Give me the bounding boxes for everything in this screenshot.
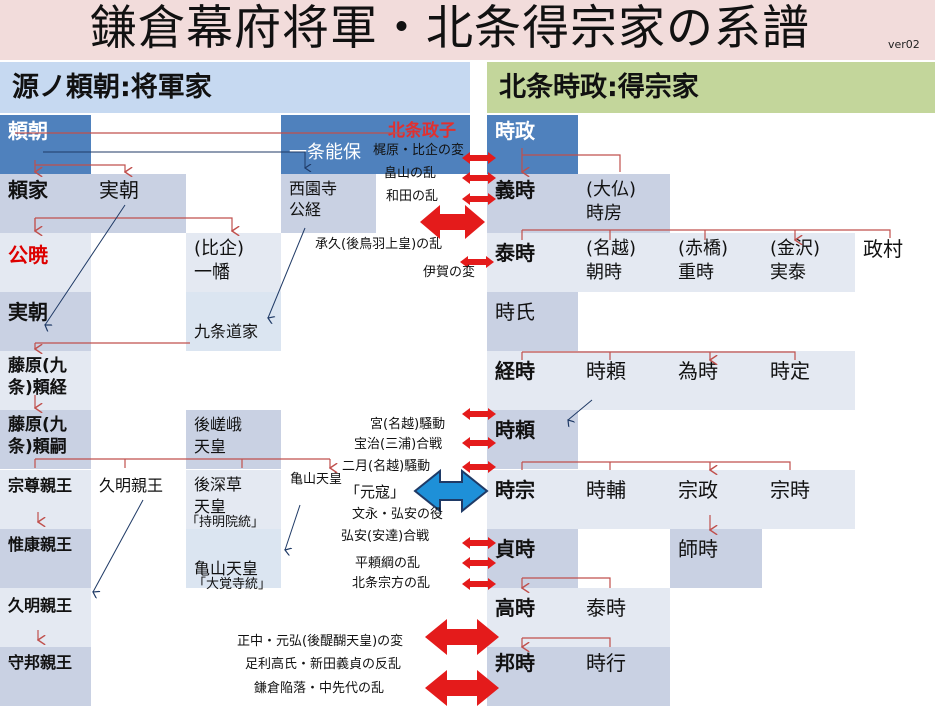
event-yoritsuna: 平頼綱の乱 [355, 556, 421, 571]
line-michiie [35, 343, 190, 349]
cell-tokifusa: (大仏) 時房 [578, 174, 670, 233]
cell-ichijo: 一条能保 [281, 115, 376, 174]
line-hisaakira [93, 499, 144, 592]
cell-tokisada: 時定 [762, 351, 855, 410]
cell-tokimune: 時宗 [487, 470, 578, 529]
event-wada: 和田の乱 [386, 189, 439, 204]
cell-yoritsugu: 藤原(九 条)頼嗣 [0, 410, 91, 469]
cell-yoritsune: 藤原(九 条)頼経 [0, 351, 91, 410]
line-ichijo-saionji [43, 151, 305, 168]
cell-saionji: 西園寺 公経 [281, 174, 376, 233]
line-tokiyori [568, 399, 593, 420]
line-tokimasa [522, 148, 621, 172]
event-ashikaga-nitta: 足利高氏・新田義貞の反乱 [245, 657, 402, 672]
cell-ichiman: (比企) 一幡 [186, 233, 281, 292]
cell-tokimasa: 時政 [487, 115, 578, 174]
arrow-kajiwara [462, 152, 496, 164]
arrow-iga [460, 256, 494, 268]
cell-tokiyori: 時頼 [578, 351, 670, 410]
cell-munemasa: 宗政 [670, 470, 762, 529]
event-hatakeyama: 畠山の乱 [384, 166, 437, 181]
cell-shigetoki: (赤橋) 重時 [670, 233, 762, 292]
cell-koreyasu: 惟康親王 [0, 529, 91, 588]
event-hoji: 宝治(三浦)合戦 [354, 437, 443, 452]
cell-munetoki: 宗時 [762, 470, 855, 529]
event-koan-kassen: 弘安(安達)合戦 [341, 529, 430, 544]
arrow-genko [425, 619, 499, 655]
gofukakusa-name: 後深草 天皇 [194, 475, 243, 516]
cell-gofukakusa: 後深草 天皇 [186, 470, 281, 529]
arrow-genko-invasion [413, 468, 489, 514]
arrow-kamakura [425, 670, 499, 706]
arrow-jokyu [420, 205, 485, 239]
line-gosaga [34, 459, 330, 468]
cell-yoshitoki: 義時 [487, 174, 578, 233]
cell-tokiuji: 時氏 [487, 292, 578, 351]
conflict-arrows [420, 152, 499, 706]
cell-tokiyuki: 時行 [578, 647, 670, 706]
cell-tokiyori-2: 時頼 [487, 410, 578, 469]
arrow-miya [462, 408, 496, 420]
arrow-wada [462, 193, 496, 205]
cell-sanetomo-2: 実朝 [0, 292, 91, 351]
arrow-yoritsuna [462, 557, 496, 569]
cell-takatoki: 高時 [487, 588, 578, 647]
line-saionji-michiie [268, 227, 306, 318]
arrow-hoji [462, 437, 496, 449]
shogun-header: 源ノ頼朝:将軍家 [0, 62, 470, 113]
cell-morikuni: 守邦親王 [0, 647, 91, 706]
cell-kugyo: 公暁 [0, 233, 91, 292]
line-yoriie-children [34, 217, 232, 231]
event-iga: 伊賀の変 [423, 265, 476, 280]
tokuso-header: 北条時政:得宗家 [487, 62, 935, 113]
event-jokyu: 承久(後鳥羽上皇)の乱 [315, 237, 443, 252]
event-bunei-koan: 文永・弘安の役 [352, 507, 444, 522]
cell-michiie: 九条道家 [186, 292, 281, 351]
arrow-koan [462, 537, 496, 549]
cell-saneyasu: (金沢) 実泰 [762, 233, 855, 292]
arrow-nigatsu [462, 461, 496, 473]
jimyoin-label: 「持明院統」 [186, 515, 265, 530]
line-tokiuji [521, 352, 796, 360]
cell-masamura: 政村 [863, 237, 903, 261]
line-sanetomo [45, 204, 126, 325]
version-label: ver02 [888, 38, 920, 51]
page-title: 鎌倉幕府将軍・北条得宗家の系譜 [90, 1, 810, 56]
event-kamakura-fall: 鎌倉陥落・中先代の乱 [254, 681, 385, 696]
event-munekata: 北条宗方の乱 [352, 576, 431, 591]
cell-yoritomo: 頼朝 [0, 115, 91, 174]
line-yoshitoki [521, 229, 891, 240]
cell-yoriie: 頼家 [0, 174, 91, 233]
cell-hisaakira: 久明親王 [99, 476, 164, 495]
cell-yasuie: 泰時 [578, 588, 670, 647]
line-kameyama [285, 504, 301, 550]
cell-tsunetoki: 経時 [487, 351, 578, 410]
cell-kameyama: 亀山天皇 [186, 529, 281, 588]
cell-tokisuke: 時輔 [578, 470, 670, 529]
event-nigatsu: 二月(名越)騒動 [342, 459, 431, 474]
line-tokiyori [521, 462, 791, 470]
cell-masako: 北条政子 [376, 115, 470, 174]
cell-tomotoki: (名越) 朝時 [578, 233, 670, 292]
arrow-hatakeyama [462, 172, 496, 184]
title-bar [0, 0, 935, 60]
line-yoritomo-children [34, 160, 125, 172]
cell-morotoki: 師時 [670, 529, 762, 588]
cell-munetaka: 宗尊親王 [0, 470, 91, 529]
cell-sanetomo: 実朝 [91, 174, 186, 233]
cell-yasutoki: 泰時 [487, 233, 578, 292]
event-shochu-genko: 正中・元弘(後醍醐天皇)の変 [237, 634, 404, 649]
daikakuji-label: 「大覚寺統」 [193, 577, 272, 592]
arrow-munekata [462, 578, 496, 590]
event-miya-sodo: 宮(名越)騒動 [370, 417, 446, 432]
event-genko: 「元寇」 [345, 483, 406, 501]
line-sadatoki [522, 577, 611, 588]
event-kajiwara-hiki: 梶原・比企の変 [373, 143, 465, 158]
line-takatoki [522, 638, 611, 647]
